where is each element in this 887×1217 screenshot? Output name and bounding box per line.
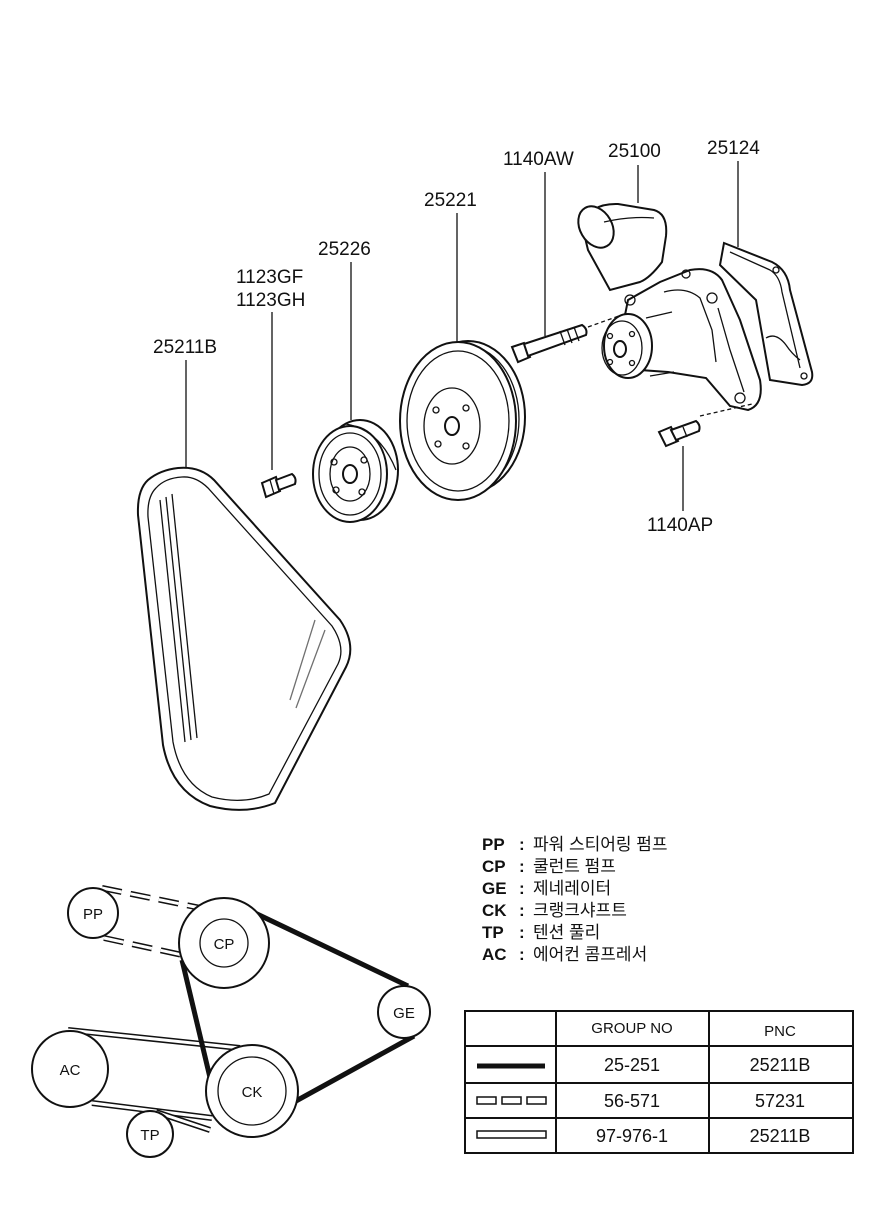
- table-header-pnc: PNC: [764, 1023, 796, 1040]
- table-row: 56-571 57231: [476, 1091, 805, 1111]
- belt-routing: PP CP GE AC CK TP: [31, 885, 431, 1158]
- label-bolt-small-2: 1123GH: [236, 290, 305, 311]
- legend-desc-pp: 파워 스티어링 펌프: [533, 835, 668, 854]
- table-header-group-no: GROUP NO: [591, 1020, 672, 1037]
- legend-desc-ge: 제네레이터: [533, 879, 611, 898]
- belt-spec-table: GROUP NO PNC 25-251 25211B 56-571 57231 …: [464, 1010, 854, 1154]
- node-tp-label: TP: [140, 1127, 159, 1144]
- part-labels: 25211B 1123GF 1123GH 25226 25221 1140AW …: [153, 138, 760, 536]
- belt-path-solid: [179, 901, 416, 1115]
- node-ck: CK: [205, 1044, 299, 1138]
- table-row: 25-251 25211B: [477, 1055, 810, 1075]
- legend-sep-ge: :: [519, 879, 525, 898]
- label-large-pulley: 25221: [424, 190, 477, 211]
- table-cell-group-no: 56-571: [604, 1091, 660, 1111]
- table-cell-pnc: 25211B: [750, 1055, 811, 1075]
- legend-code-cp: CP: [482, 857, 506, 876]
- bolt-small: [260, 472, 297, 499]
- label-bolt-lower: 1140AP: [647, 515, 713, 536]
- legend-desc-cp: 쿨런트 펌프: [533, 857, 616, 876]
- table-cell-pnc: 25211B: [750, 1126, 811, 1146]
- node-ac-label: AC: [60, 1062, 81, 1079]
- legend-sep-pp: :: [519, 835, 525, 854]
- node-ck-label: CK: [242, 1084, 263, 1101]
- node-pp: PP: [67, 887, 119, 939]
- legend-sep-ck: :: [519, 901, 525, 920]
- legend-desc-ck: 크랭크샤프트: [533, 901, 627, 920]
- table-cell-group-no: 97-976-1: [596, 1126, 668, 1146]
- label-water-pump: 25100: [608, 141, 661, 162]
- line-style-dashed-double: [476, 1096, 547, 1105]
- legend-sep-cp: :: [519, 857, 525, 876]
- table-cell-pnc: 57231: [755, 1091, 805, 1111]
- line-style-double: [476, 1130, 547, 1139]
- legend-desc-tp: 텐션 풀리: [533, 923, 600, 942]
- legend-desc-ac: 에어컨 콤프레서: [533, 945, 647, 964]
- belt-path-dashed-double: [101, 885, 211, 961]
- table-cell-group-no: 25-251: [604, 1055, 660, 1075]
- label-gasket: 25124: [707, 138, 760, 159]
- legend-code-ck: CK: [482, 901, 507, 920]
- node-ac: AC: [31, 1030, 109, 1108]
- bolt-upper: [510, 311, 631, 364]
- label-small-pulley: 25226: [318, 239, 371, 260]
- label-belt: 25211B: [153, 337, 217, 358]
- legend: PP : 파워 스티어링 펌프 CP : 쿨런트 펌프 GE : 제네레이터 C…: [482, 835, 668, 964]
- node-cp-label: CP: [214, 936, 235, 953]
- label-bolt-upper: 1140AW: [503, 149, 574, 170]
- legend-code-pp: PP: [482, 835, 505, 854]
- bolt-lower: [657, 419, 701, 448]
- gasket-outline: [718, 241, 814, 387]
- pulley-small: [312, 419, 399, 523]
- label-bolt-small-1: 1123GF: [236, 267, 303, 288]
- node-tp: TP: [126, 1110, 174, 1158]
- legend-code-ac: AC: [482, 945, 507, 964]
- water-pump: [577, 202, 814, 417]
- legend-sep-ac: :: [519, 945, 525, 964]
- node-pp-label: PP: [83, 906, 103, 923]
- legend-sep-tp: :: [519, 923, 525, 942]
- table-row: 97-976-1 25211B: [476, 1126, 811, 1146]
- node-cp: CP: [178, 897, 270, 989]
- node-ge-label: GE: [393, 1005, 415, 1022]
- pulley-large: [399, 340, 526, 501]
- v-ribbed-belt: [136, 466, 352, 811]
- node-ge: GE: [377, 985, 431, 1039]
- legend-code-ge: GE: [482, 879, 507, 898]
- legend-code-tp: TP: [482, 923, 504, 942]
